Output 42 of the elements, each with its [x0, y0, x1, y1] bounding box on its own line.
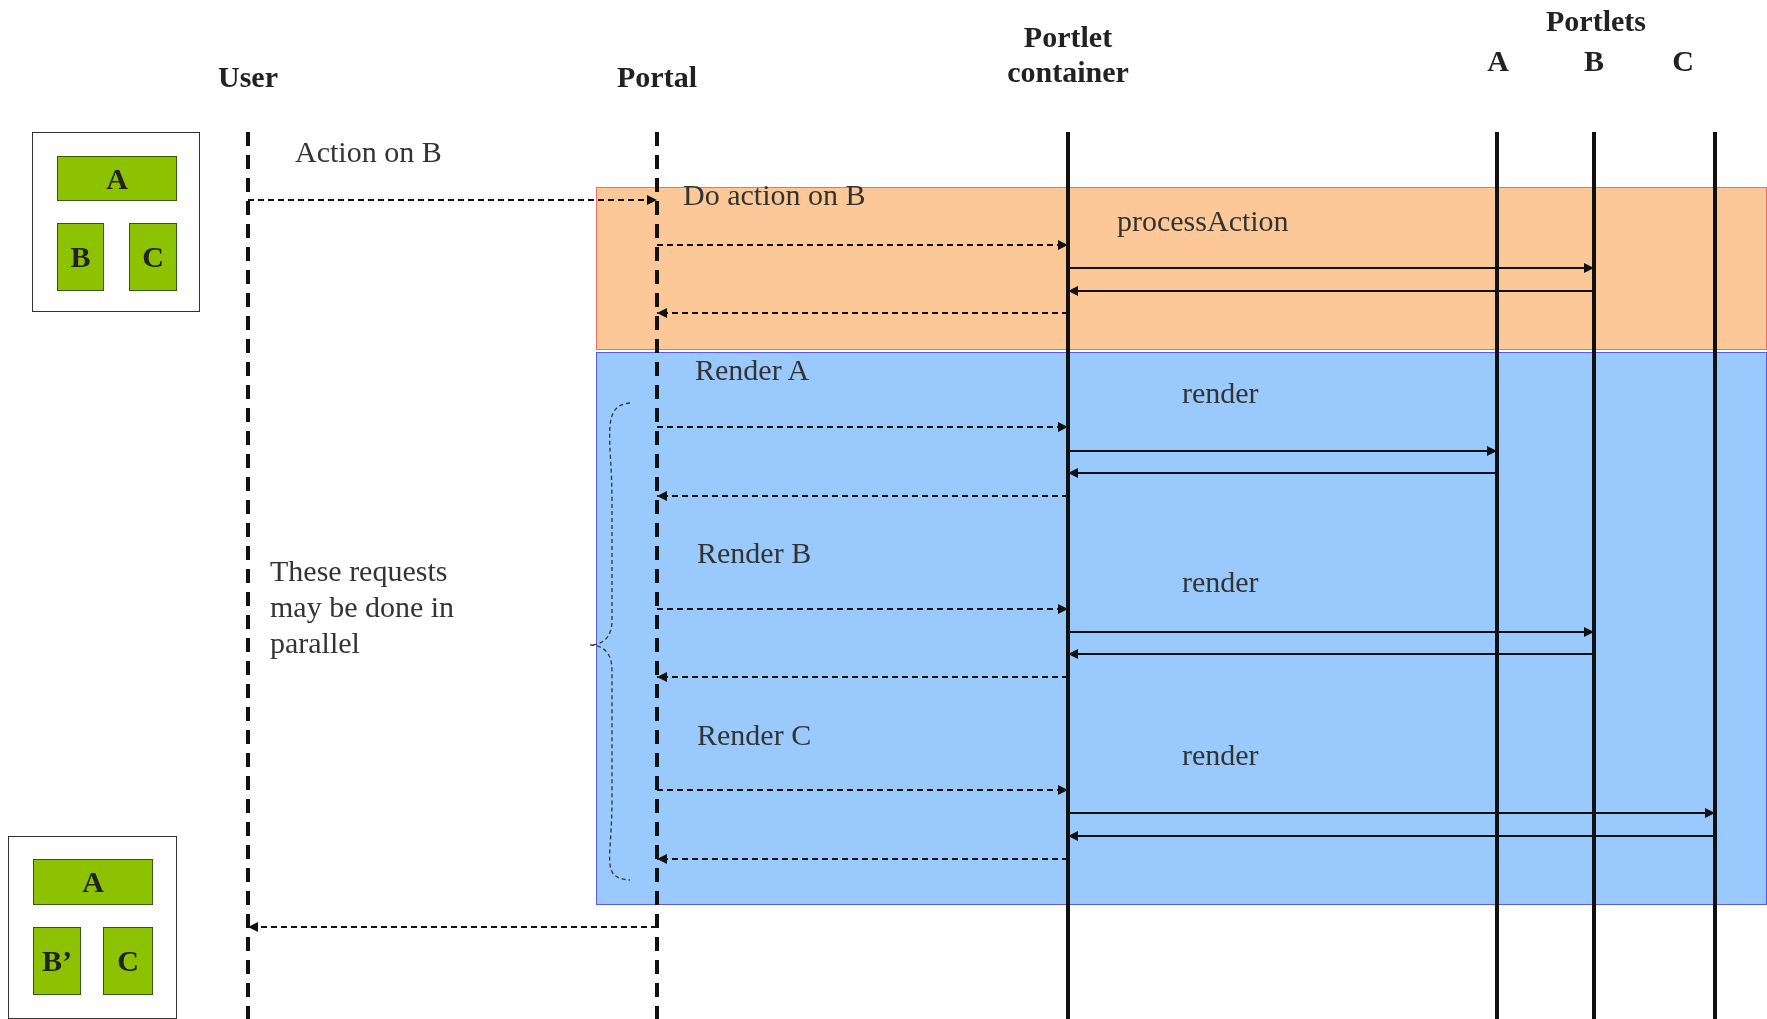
portlet-window: A: [57, 156, 177, 201]
participant-label: A: [1486, 44, 1510, 79]
portlets-heading: Portlets: [1545, 4, 1647, 39]
message-label: Do action on B: [683, 178, 866, 212]
message-label: Render A: [695, 353, 810, 387]
message-arrow: [1067, 831, 1716, 841]
portlet-window: B’: [33, 927, 81, 995]
message-arrow: [1067, 627, 1595, 637]
message-arrow: [1067, 446, 1498, 456]
page-mockup: [8, 836, 177, 1019]
message-arrow: [656, 308, 1069, 318]
message-arrow: [1067, 286, 1595, 296]
message-label: Action on B: [295, 135, 442, 169]
participant-label: Portal: [616, 60, 698, 95]
participant-label: Portlet container: [1006, 20, 1130, 89]
message-label: render: [1182, 565, 1259, 599]
message-arrow: [656, 854, 1069, 864]
message-arrow: [656, 240, 1069, 250]
message-label: Render C: [697, 718, 812, 752]
message-arrow: [656, 422, 1069, 432]
participant-label: User: [217, 60, 279, 95]
message-label: processAction: [1117, 204, 1289, 238]
page-mockup: [32, 132, 200, 312]
message-arrow: [247, 195, 658, 205]
portlet-window: B: [57, 223, 104, 291]
message-arrow: [656, 785, 1069, 795]
message-arrow: [247, 922, 658, 932]
portlet-window: C: [103, 927, 153, 995]
message-arrow: [656, 672, 1069, 682]
message-label: render: [1182, 376, 1259, 410]
participant-label: C: [1671, 44, 1695, 79]
portlet-window: A: [33, 859, 153, 905]
message-label: Render B: [697, 536, 812, 570]
message-arrow: [1067, 649, 1595, 659]
message-arrow: [1067, 468, 1498, 478]
message-arrow: [656, 604, 1069, 614]
message-arrow: [656, 491, 1069, 501]
participant-label: B: [1583, 44, 1605, 79]
message-label: render: [1182, 738, 1259, 772]
portlet-window: C: [129, 223, 177, 291]
message-arrow: [1067, 263, 1595, 273]
message-arrow: [1067, 808, 1716, 818]
